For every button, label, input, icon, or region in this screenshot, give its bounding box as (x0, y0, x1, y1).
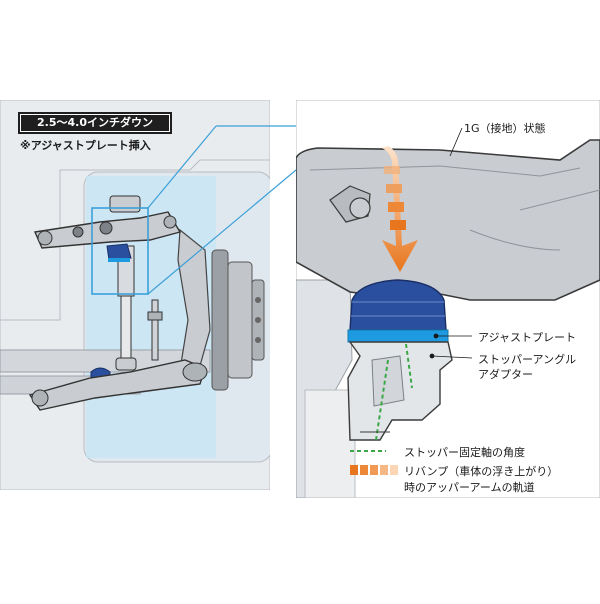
legend-orange-gradient-icon (350, 465, 398, 475)
title-badge: 2.5～4.0インチダウン (18, 112, 172, 134)
right-detail-view (296, 100, 600, 498)
legend-stopper-axis: ストッパー固定軸の角度 (404, 444, 525, 460)
callout-adjust-plate: アジャストプレート (478, 329, 576, 345)
legend-rebound-line2: 時のアッパーアームの軌道 (404, 479, 535, 495)
left-suspension-view (0, 100, 272, 490)
callout-stopper-angle-line2: アダプター (478, 366, 533, 382)
subtitle: ※アジャストプレート挿入 (20, 137, 151, 153)
upper-arm-detail (296, 140, 600, 300)
callout-stopper-angle-line1: ストッパーアングル (478, 351, 576, 367)
adjust-plate-small (107, 244, 131, 260)
callout-1g-state: 1G（接地）状態 (464, 120, 546, 136)
adjust-plate-detail (348, 280, 448, 342)
legend-rebound-line1: リバンプ（車体の浮き上がり） (404, 463, 558, 479)
